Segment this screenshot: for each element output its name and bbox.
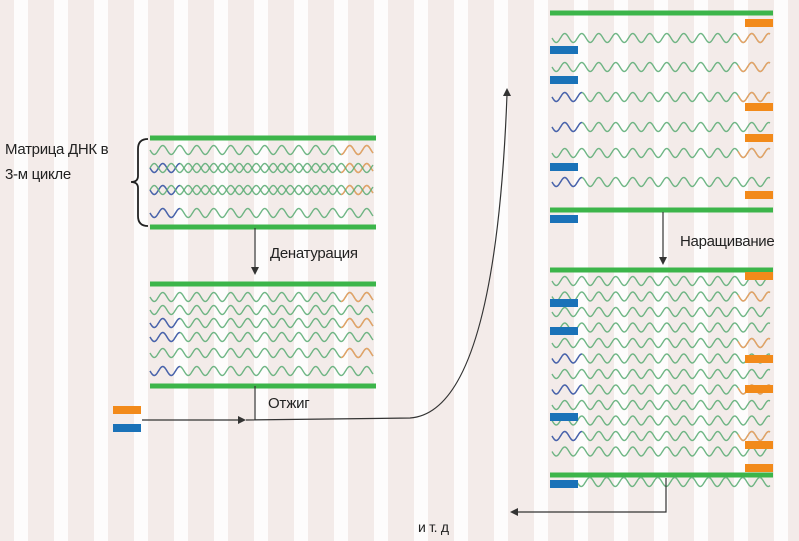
dna-wave bbox=[149, 207, 374, 219]
arrow-head-icon bbox=[659, 257, 667, 265]
dna-wave bbox=[551, 291, 771, 302]
dna-strand-bar bbox=[150, 135, 376, 141]
primer-blue bbox=[550, 327, 578, 335]
dna-wave-blue-end bbox=[149, 184, 181, 196]
primer-orange bbox=[745, 272, 773, 280]
primer-orange bbox=[745, 464, 773, 472]
dna-wave-orange-end bbox=[737, 91, 771, 103]
dna-strand-bar bbox=[550, 207, 773, 213]
primer-blue bbox=[550, 76, 578, 84]
dna-wave-orange-end bbox=[737, 430, 771, 442]
primer-orange bbox=[113, 406, 141, 414]
dna-wave bbox=[551, 384, 771, 395]
arrow-head-icon bbox=[238, 416, 246, 424]
dna-wave-blue-end bbox=[551, 430, 583, 442]
primer-blue bbox=[550, 46, 578, 54]
annealing-label: Отжиг bbox=[268, 395, 310, 412]
dna-wave bbox=[149, 184, 374, 196]
primer-orange bbox=[745, 103, 773, 111]
dna-wave bbox=[551, 415, 771, 426]
dna-wave-orange-end bbox=[340, 184, 374, 196]
dna-wave-orange-end bbox=[737, 291, 771, 302]
dna-wave bbox=[551, 399, 771, 411]
dna-strand-bar bbox=[550, 267, 773, 273]
dna-wave bbox=[551, 322, 771, 333]
dna-wave-orange-end bbox=[340, 317, 374, 329]
dna-wave-blue-end bbox=[149, 331, 181, 343]
template-label-line1: Матрица ДНК в bbox=[5, 141, 109, 158]
dna-wave-orange-end bbox=[737, 147, 771, 159]
primer-blue bbox=[550, 215, 578, 223]
dna-wave bbox=[576, 476, 771, 488]
bracket-icon bbox=[130, 138, 149, 227]
dna-wave bbox=[149, 317, 374, 329]
dna-wave bbox=[551, 275, 771, 287]
dna-strand-bar bbox=[550, 10, 773, 16]
dna-wave bbox=[551, 337, 771, 349]
primer-blue bbox=[550, 413, 578, 421]
dna-wave-blue-end bbox=[551, 91, 583, 103]
arrow-head-icon bbox=[251, 267, 259, 275]
dna-strand-bar bbox=[550, 472, 773, 478]
primer-orange bbox=[745, 355, 773, 363]
dna-wave bbox=[149, 144, 374, 156]
dna-wave bbox=[149, 304, 374, 316]
dna-wave bbox=[149, 184, 374, 196]
denaturation-label: Денатурация bbox=[270, 245, 358, 262]
dna-strand-bar bbox=[150, 281, 376, 287]
extension-label: Наращивание bbox=[680, 233, 775, 250]
dna-wave-orange-end bbox=[340, 162, 374, 174]
dna-wave bbox=[149, 365, 374, 377]
arrow-head-icon bbox=[510, 508, 518, 516]
dna-wave-orange-end bbox=[340, 291, 374, 303]
dna-wave bbox=[551, 353, 771, 364]
dna-wave bbox=[551, 368, 771, 380]
dna-wave bbox=[149, 291, 374, 303]
dna-wave bbox=[149, 331, 374, 343]
dna-wave bbox=[551, 61, 771, 73]
dna-wave-orange-end bbox=[340, 347, 374, 359]
dna-wave-blue-end bbox=[149, 207, 181, 219]
primer-orange bbox=[745, 385, 773, 393]
primer-blue bbox=[550, 299, 578, 307]
dna-wave-blue-end bbox=[149, 162, 181, 174]
curve-arrow bbox=[245, 94, 508, 421]
primer-blue bbox=[550, 480, 578, 488]
dna-wave-orange-end bbox=[340, 144, 374, 156]
dna-strand-bar bbox=[150, 224, 376, 230]
dna-wave-orange-end bbox=[737, 337, 771, 349]
dna-wave-orange-end bbox=[737, 32, 771, 44]
dna-wave bbox=[551, 91, 771, 103]
dna-wave bbox=[551, 121, 771, 133]
primer-orange bbox=[745, 191, 773, 199]
dna-wave bbox=[551, 32, 771, 44]
primer-orange bbox=[745, 134, 773, 142]
dna-wave bbox=[551, 306, 771, 318]
dna-wave bbox=[551, 430, 771, 442]
primer-blue bbox=[113, 424, 141, 432]
etc-arrow bbox=[516, 478, 667, 513]
arrow-head-icon bbox=[503, 88, 511, 96]
dna-wave-blue-end bbox=[551, 384, 583, 395]
dna-wave-blue-end bbox=[551, 121, 583, 133]
dna-wave bbox=[149, 347, 374, 359]
dna-strand-bar bbox=[150, 383, 376, 389]
primer-blue bbox=[550, 163, 578, 171]
dna-wave bbox=[551, 176, 771, 188]
dna-wave-blue-end bbox=[551, 176, 583, 188]
dna-wave-blue-end bbox=[551, 353, 583, 364]
dna-wave-blue-end bbox=[149, 365, 181, 377]
primer-orange bbox=[745, 441, 773, 449]
dna-wave bbox=[551, 446, 771, 457]
dna-wave bbox=[551, 147, 771, 159]
dna-wave bbox=[149, 162, 374, 174]
template-label-line2: 3-м цикле bbox=[5, 166, 71, 183]
primer-orange bbox=[745, 19, 773, 27]
etc-label: и т. д bbox=[418, 519, 449, 535]
dna-wave bbox=[149, 162, 374, 174]
dna-wave-orange-end bbox=[737, 61, 771, 73]
dna-wave-blue-end bbox=[149, 317, 181, 329]
